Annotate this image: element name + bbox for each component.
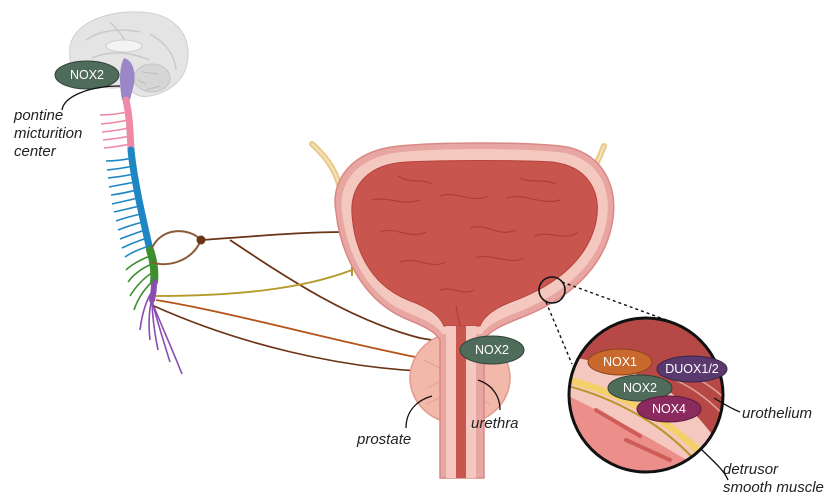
ganglion-node — [197, 236, 206, 245]
nox2-urethra-badge: NOX2 — [460, 336, 524, 364]
pontine-pointer — [62, 86, 120, 110]
detrusor-label-line2: smooth muscle — [723, 479, 824, 495]
nox2-brain-label: NOX2 — [70, 68, 104, 82]
pontine-label-line3: center — [14, 143, 57, 160]
urothelium-label: urothelium — [742, 405, 812, 422]
prostate-label: prostate — [356, 431, 411, 448]
urethra-label: urethra — [471, 415, 519, 432]
duox-badge: DUOX1/2 — [657, 356, 727, 382]
nox4-badge: NOX4 — [637, 396, 701, 422]
pontine-label-line1: pontine — [13, 107, 63, 124]
nox1-badge: NOX1 — [588, 349, 652, 375]
nox2-brain-badge: NOX2 — [55, 61, 119, 89]
nox1-label: NOX1 — [603, 355, 637, 369]
spinal-cord — [100, 100, 182, 374]
detrusor-label-line1: detrusor — [723, 461, 779, 478]
nox4-label: NOX4 — [652, 402, 686, 416]
nox2-urethra-label: NOX2 — [475, 343, 509, 357]
duox-label: DUOX1/2 — [665, 362, 719, 376]
nox2-inset-label: NOX2 — [623, 381, 657, 395]
pontine-label-line2: micturition — [14, 125, 82, 142]
